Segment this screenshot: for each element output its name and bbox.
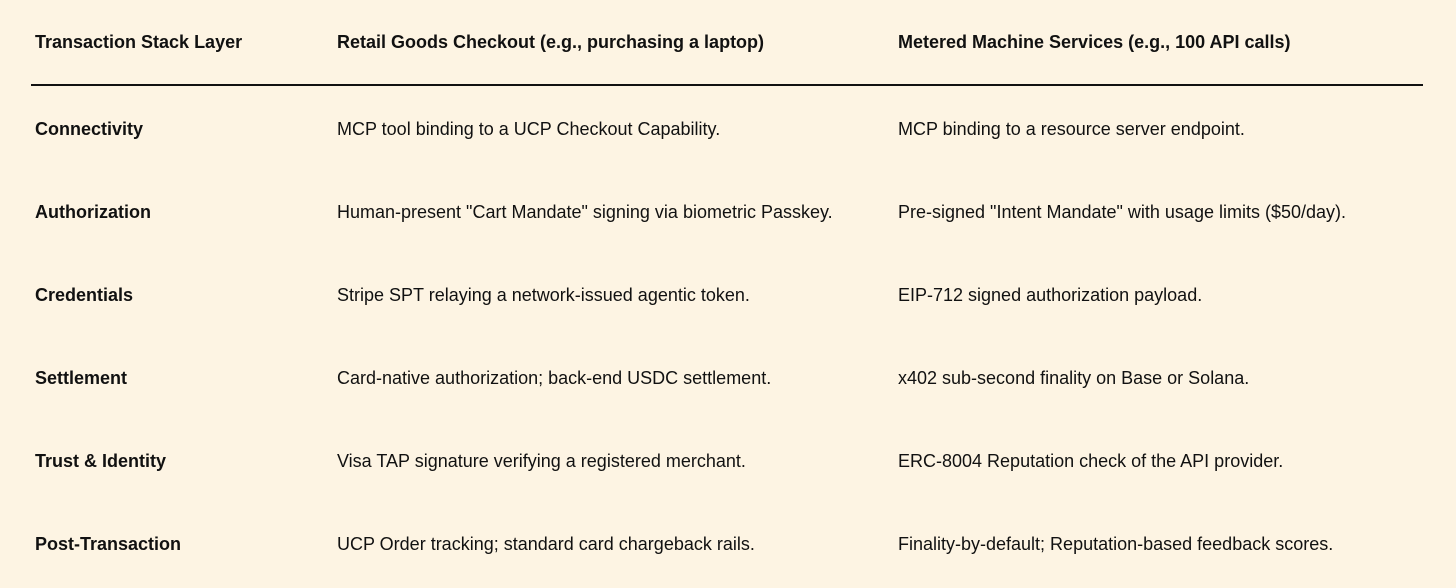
- layer-name: Post-Transaction: [35, 534, 182, 554]
- header-transaction-stack-layer: Transaction Stack Layer: [35, 31, 243, 52]
- retail-cell: Visa TAP signature verifying a registere…: [337, 451, 746, 471]
- table-row: Settlement Card-native authorization; ba…: [31, 335, 1423, 418]
- layer-name: Authorization: [35, 202, 151, 222]
- metered-cell: MCP binding to a resource server endpoin…: [898, 119, 1245, 139]
- retail-cell: Human-present "Cart Mandate" signing via…: [337, 202, 833, 222]
- retail-cell: UCP Order tracking; standard card charge…: [337, 534, 755, 554]
- retail-cell: Stripe SPT relaying a network-issued age…: [337, 285, 750, 305]
- layer-name: Connectivity: [35, 119, 144, 139]
- metered-cell: EIP-712 signed authorization payload.: [898, 285, 1203, 305]
- table-row: Trust & Identity Visa TAP signature veri…: [31, 418, 1423, 501]
- table-row: Connectivity MCP tool binding to a UCP C…: [31, 86, 1423, 169]
- table-row: Credentials Stripe SPT relaying a networ…: [31, 252, 1423, 335]
- header-metered-machine-services: Metered Machine Services (e.g., 100 API …: [898, 31, 1291, 52]
- metered-cell: Pre-signed "Intent Mandate" with usage l…: [898, 202, 1347, 222]
- retail-cell: MCP tool binding to a UCP Checkout Capab…: [337, 119, 721, 139]
- retail-cell: Card-native authorization; back-end USDC…: [337, 368, 772, 388]
- table-row: Authorization Human-present "Cart Mandat…: [31, 169, 1423, 252]
- layer-name: Trust & Identity: [35, 451, 167, 471]
- layer-name: Settlement: [35, 368, 128, 388]
- table-header-row: Transaction Stack Layer Retail Goods Che…: [31, 0, 1423, 86]
- header-retail-goods-checkout: Retail Goods Checkout (e.g., purchasing …: [337, 31, 765, 52]
- layer-name: Credentials: [35, 285, 134, 305]
- metered-cell: Finality-by-default; Reputation-based fe…: [898, 534, 1334, 554]
- metered-cell: x402 sub-second finality on Base or Sola…: [898, 368, 1250, 388]
- comparison-table: Transaction Stack Layer Retail Goods Che…: [31, 0, 1423, 584]
- metered-cell: ERC-8004 Reputation check of the API pro…: [898, 451, 1284, 471]
- table-row: Post-Transaction UCP Order tracking; sta…: [31, 501, 1423, 584]
